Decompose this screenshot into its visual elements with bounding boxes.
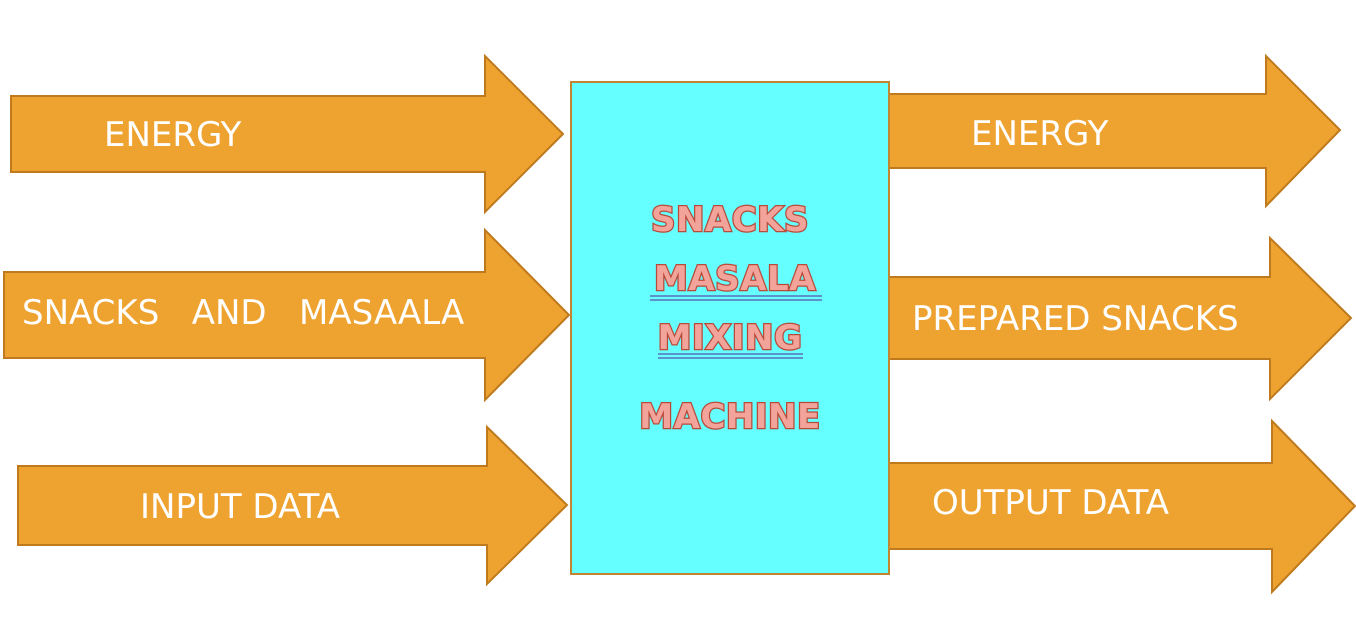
output-arrow-prepared-snacks-label: PREPARED SNACKS [912,299,1239,339]
input-arrow-energy-label: ENERGY [104,115,242,155]
machine-title-line-2: MASALA [654,259,816,299]
machine-box [570,81,890,575]
machine-title-line-1: SNACKS [651,200,809,240]
input-arrow-input-data-label: INPUT DATA [140,487,340,527]
output-arrow-energy-label: ENERGY [971,114,1109,154]
output-arrow-output-data-shape [883,418,1356,595]
output-arrow-energy: ENERGY [883,53,1342,209]
machine-title-line-3: MIXING [658,318,803,358]
input-arrow-snacks-masaala-label: SNACKS AND MASAALA [22,293,464,333]
input-arrow-energy-shape [10,53,565,215]
machine-block: SNACKS MASALA MIXING MACHINE [570,81,890,575]
input-arrow-input-data: INPUT DATA [17,424,569,587]
output-arrow-output-data: OUTPUT DATA [883,418,1356,595]
output-arrow-output-data-label: OUTPUT DATA [932,483,1169,523]
input-arrow-energy: ENERGY [10,53,565,215]
input-arrow-snacks-masaala: SNACKS AND MASAALA [3,227,571,403]
input-arrow-snacks-masaala-shape [3,227,571,403]
input-arrow-input-data-shape [17,424,569,587]
machine-title-line-4: MACHINE [639,397,820,437]
output-arrow-prepared-snacks: PREPARED SNACKS [883,235,1353,402]
output-arrow-prepared-snacks-shape [883,235,1353,402]
output-arrow-energy-shape [883,53,1342,209]
